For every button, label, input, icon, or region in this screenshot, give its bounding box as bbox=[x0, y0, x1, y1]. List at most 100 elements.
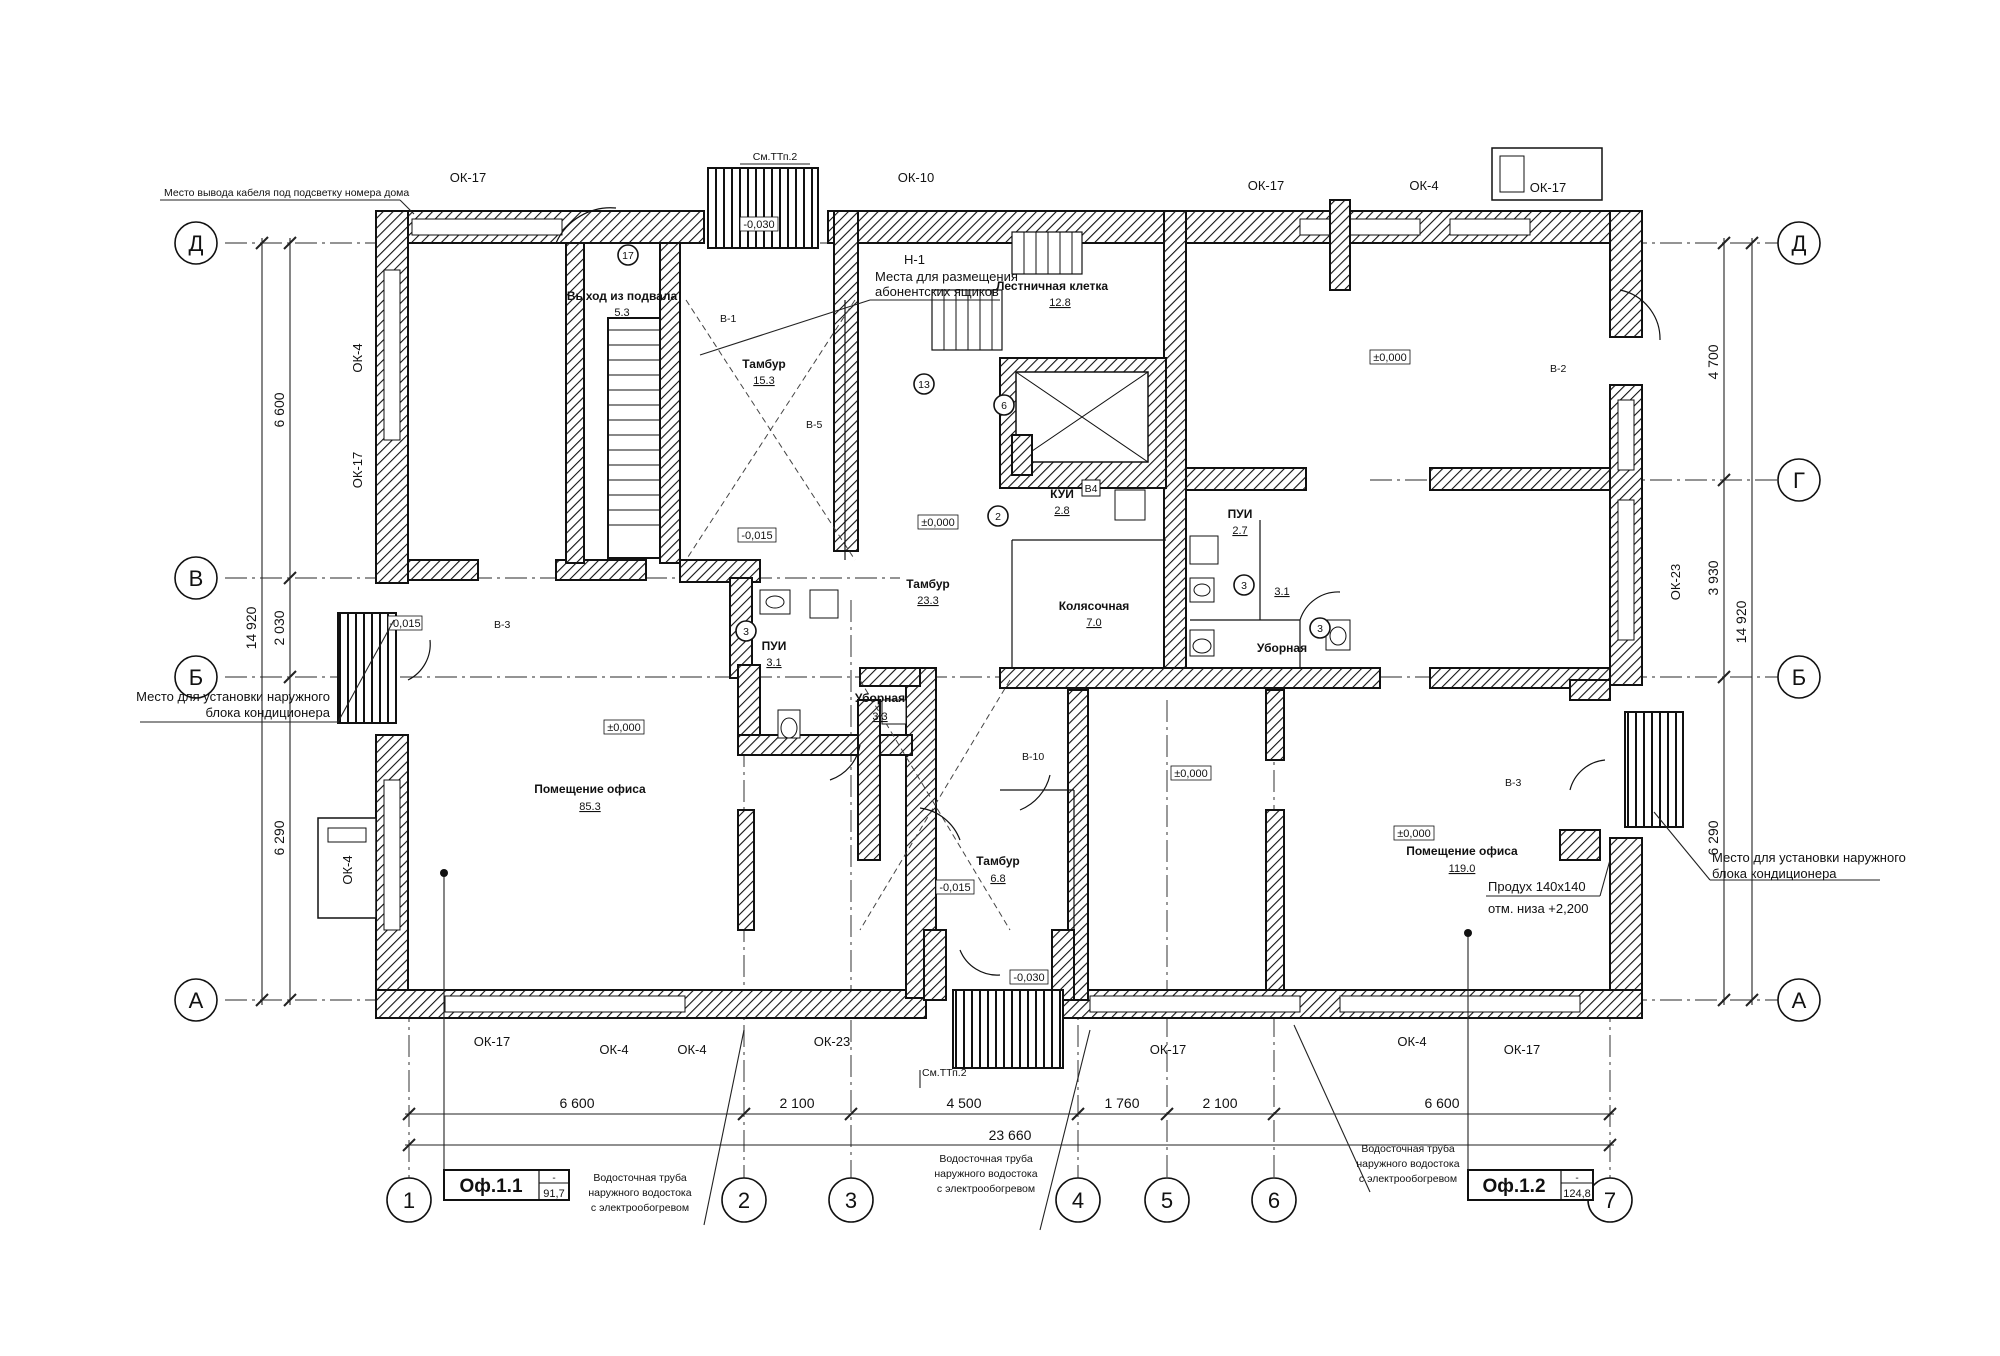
dimensions-bottom: 6 600 2 100 4 500 1 760 2 100 6 600 23 6… bbox=[402, 1095, 1617, 1152]
marker-2: 2 bbox=[995, 511, 1001, 523]
room-area-pui-1: 3.1 bbox=[766, 657, 781, 669]
level-entry-bottom: -0,030 bbox=[1013, 972, 1044, 984]
entry-grates bbox=[317, 147, 1684, 1069]
room-name-pui-2: ПУИ bbox=[1228, 507, 1253, 521]
note-drain-1-line1: Водосточная труба bbox=[593, 1172, 687, 1184]
office-tag-2: Оф.1.2 - 124,8 bbox=[1467, 1169, 1594, 1201]
axis-label-3: 3 bbox=[845, 1188, 857, 1213]
axis-label-b-right: Б bbox=[1792, 665, 1806, 690]
axis-label-5: 5 bbox=[1161, 1188, 1173, 1213]
level-tambur-3: -0,015 bbox=[939, 882, 970, 894]
window-mark-left-1: ОК-4 bbox=[350, 343, 365, 372]
axis-label-d-right: Д bbox=[1792, 231, 1807, 256]
dim-4-5: 1 760 bbox=[1104, 1095, 1139, 1111]
note-ac-left-1: Место для установки наружного bbox=[136, 689, 330, 704]
dim-3-4: 4 500 bbox=[946, 1095, 981, 1111]
room-area-tambur-3: 6.8 bbox=[990, 873, 1005, 885]
axis-label-g-right: Г bbox=[1793, 468, 1805, 493]
axis-label-d-left: Д bbox=[189, 231, 204, 256]
stair-basement bbox=[607, 317, 661, 559]
note-drain-2-line1: Водосточная труба bbox=[939, 1153, 1033, 1165]
tag-h1: Н-1 bbox=[904, 252, 925, 267]
room-name-exit: Выход из подвала bbox=[567, 289, 678, 303]
room-area-kui: 2.8 bbox=[1054, 505, 1069, 517]
window-mark-top-4: ОК-4 bbox=[1409, 178, 1438, 193]
dim-right-d-g: 4 700 bbox=[1705, 344, 1721, 379]
dim-1-2: 6 600 bbox=[559, 1095, 594, 1111]
axis-label-7: 7 bbox=[1604, 1188, 1616, 1213]
note-drain-2-line3: с электрообогревом bbox=[937, 1183, 1035, 1195]
dim-right-total: 14 920 bbox=[1733, 600, 1749, 643]
axis-label-6: 6 bbox=[1268, 1188, 1280, 1213]
axis-label-4: 4 bbox=[1072, 1188, 1084, 1213]
note-vent-2: отм. низа +2,200 bbox=[1488, 901, 1588, 916]
office-tag-1-area: 91,7 bbox=[543, 1188, 564, 1200]
dimensions-left: 6 600 2 030 6 290 14 920 bbox=[243, 236, 297, 1007]
room-area-ubornaya-2: 3.1 bbox=[1274, 586, 1289, 598]
tag-v2: В-2 bbox=[1550, 363, 1567, 375]
note-drain-3-line3: с электрообогревом bbox=[1359, 1173, 1457, 1185]
window-mark-top-2: ОК-10 bbox=[898, 170, 934, 185]
exterior-walls bbox=[375, 210, 1643, 1019]
office-tag-2-name: Оф.1.2 bbox=[1482, 1176, 1545, 1197]
office-tag-1-name: Оф.1.1 bbox=[459, 1176, 523, 1197]
note-ac-left-2: блока кондиционера bbox=[205, 705, 330, 720]
window-mark-left-3: ОК-4 bbox=[340, 855, 355, 884]
dim-left-b-a: 6 290 bbox=[271, 820, 287, 855]
dim-left-v-b: 2 030 bbox=[271, 610, 287, 645]
room-area-tambur-1: 15.3 bbox=[753, 375, 774, 387]
office-tag-2-area: 124,8 bbox=[1563, 1188, 1591, 1200]
tag-v1: В-1 bbox=[720, 313, 737, 325]
level-office-top-right: ±0,000 bbox=[1373, 352, 1407, 364]
room-name-tambur-2: Тамбур bbox=[906, 577, 950, 591]
note-ref-ttp2-bottom: См.ТТп.2 bbox=[922, 1067, 967, 1079]
room-area-tambur-2: 23.3 bbox=[917, 595, 938, 607]
note-ac-right-1: Место для установки наружного bbox=[1712, 850, 1906, 865]
room-name-tambur-1: Тамбур bbox=[742, 357, 786, 371]
tag-v10: В-10 bbox=[1022, 751, 1044, 763]
axis-labels-right: Д Г Б А bbox=[1777, 221, 1821, 1022]
room-name-pui-1: ПУИ bbox=[762, 639, 787, 653]
level-office-1: ±0,000 bbox=[607, 722, 641, 734]
note-ac-right-2: блока кондиционера bbox=[1712, 866, 1837, 881]
axis-labels-left: Д В Б А bbox=[174, 221, 218, 1022]
note-mailbox-1: Места для размещения bbox=[875, 269, 1018, 284]
tag-v3-right: В-3 bbox=[1505, 777, 1522, 789]
note-mailbox-2: абонентских ящиков bbox=[875, 284, 999, 299]
window-mark-right-1: ОК-23 bbox=[1668, 564, 1683, 600]
note-cable: Место вывода кабеля под подсветку номера… bbox=[164, 187, 409, 199]
sanitary-fixtures bbox=[759, 489, 1351, 739]
marker-3-a: 3 bbox=[743, 626, 749, 638]
note-drain-1-line3: с электрообогревом bbox=[591, 1202, 689, 1214]
room-name-stair: Лестничная клетка bbox=[996, 279, 1108, 293]
dim-6-7: 6 600 bbox=[1424, 1095, 1459, 1111]
axis-label-v-left: В bbox=[189, 566, 204, 591]
window-mark-bottom-6: ОК-4 bbox=[1397, 1034, 1426, 1049]
room-name-kolyasochnaya: Колясочная bbox=[1059, 599, 1130, 613]
note-ref-ttp2-top: См.ТТп.2 bbox=[753, 151, 798, 163]
tag-b4: В4 bbox=[1085, 483, 1098, 495]
room-area-exit: 5.3 bbox=[614, 307, 629, 319]
room-area-ubornaya-1: 3.3 bbox=[872, 711, 887, 723]
office-tag-2-dash: - bbox=[1575, 1173, 1578, 1184]
room-name-kui: КУИ bbox=[1050, 487, 1074, 501]
room-labels: Выход из подвала 5.3 Тамбур 15.3 Лестнич… bbox=[534, 279, 1518, 885]
room-name-ubornaya-2: Уборная bbox=[1257, 641, 1307, 655]
tag-v5: В-5 bbox=[806, 419, 823, 431]
level-tambur-2: ±0,000 bbox=[921, 517, 955, 529]
note-drain-1-line2: наружного водостока bbox=[588, 1187, 691, 1199]
room-name-tambur-3: Тамбур bbox=[976, 854, 1020, 868]
equipment-tags: В-1 В-5 В-2 В-3 В-10 В-3 Н-1 17 13 6 2 3… bbox=[494, 244, 1567, 789]
room-area-office-1: 85.3 bbox=[579, 801, 600, 813]
axis-label-1: 1 bbox=[403, 1188, 415, 1213]
window-mark-left-2: ОК-17 bbox=[350, 452, 365, 488]
room-area-pui-2: 2.7 bbox=[1232, 525, 1247, 537]
marker-3-b: 3 bbox=[1241, 580, 1247, 592]
window-mark-bottom-4: ОК-23 bbox=[814, 1034, 850, 1049]
dimensions-right: 4 700 3 930 6 290 14 920 bbox=[1705, 236, 1759, 1007]
tambur-diagonals bbox=[685, 299, 1011, 931]
room-name-ubornaya-1: Уборная bbox=[855, 691, 905, 705]
room-area-office-2: 119.0 bbox=[1449, 863, 1476, 875]
room-name-office-2: Помещение офиса bbox=[1406, 844, 1518, 858]
